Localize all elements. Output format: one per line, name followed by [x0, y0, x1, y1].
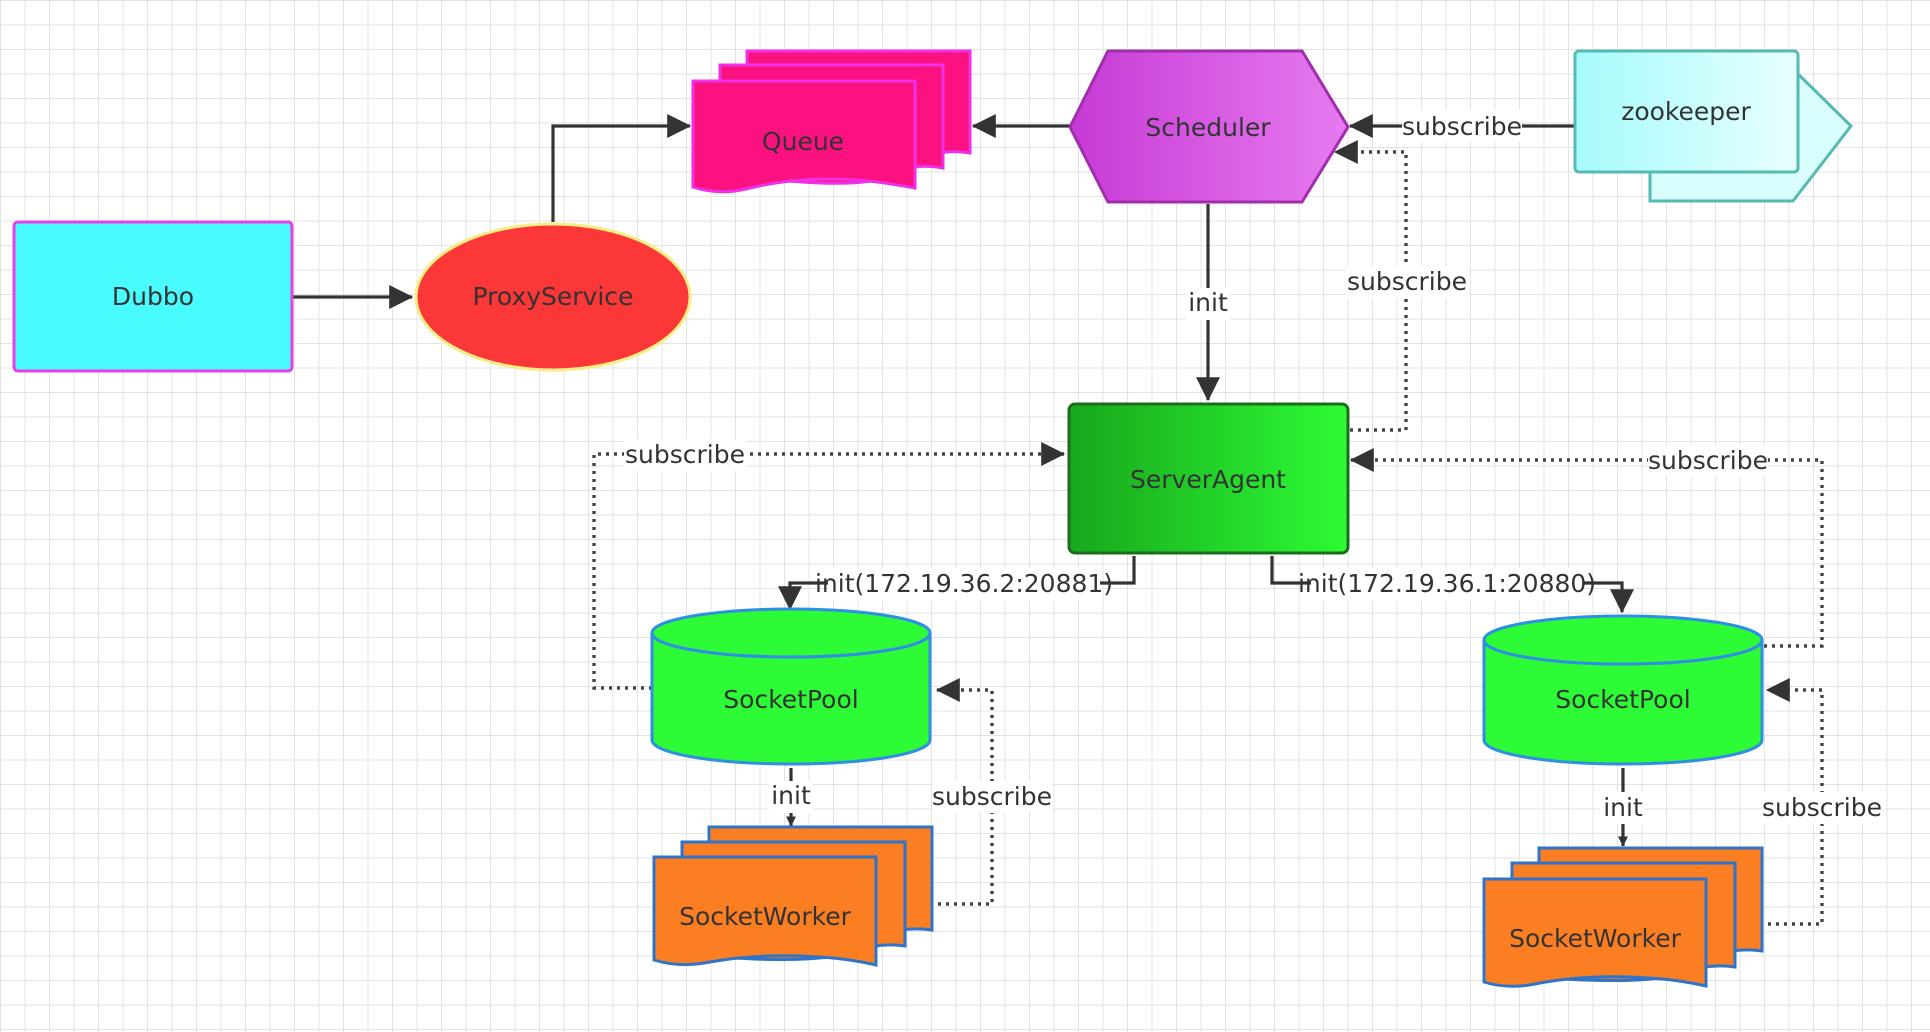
- node-proxy-service-label: ProxyService: [473, 282, 634, 311]
- node-dubbo-label: Dubbo: [112, 282, 194, 311]
- node-socket-pool-right[interactable]: SocketPool: [1482, 614, 1764, 766]
- edge-label-worker-right-pool-right: subscribe: [1762, 793, 1882, 822]
- node-dubbo[interactable]: Dubbo: [12, 220, 294, 373]
- node-socket-pool-right-label: SocketPool: [1555, 685, 1690, 714]
- node-server-agent-label: ServerAgent: [1130, 465, 1286, 494]
- node-scheduler-label: Scheduler: [1145, 113, 1271, 142]
- node-socket-pool-left-label: SocketPool: [723, 685, 858, 714]
- node-socket-worker-left[interactable]: SocketWorker: [652, 825, 934, 967]
- edge-label-agent-pool-right: init(172.19.36.1:20880): [1298, 569, 1596, 598]
- node-server-agent[interactable]: ServerAgent: [1067, 402, 1350, 555]
- edge-label-worker-left-pool-left: subscribe: [932, 782, 1052, 811]
- node-socket-worker-left-label: SocketWorker: [679, 902, 851, 931]
- edge-label-agent-scheduler: subscribe: [1347, 267, 1467, 296]
- edge-label-pool-right-agent: subscribe: [1648, 446, 1768, 475]
- node-proxy-service[interactable]: ProxyService: [414, 222, 692, 372]
- edge-label-zookeeper-scheduler: subscribe: [1402, 112, 1522, 141]
- node-scheduler[interactable]: Scheduler: [1068, 49, 1350, 204]
- node-queue-label: Queue: [762, 127, 844, 156]
- edge-label-agent-pool-left: init(172.19.36.2:20881): [815, 569, 1113, 598]
- edge-labels: subscribe init subscribe subscribe subsc…: [624, 110, 1882, 824]
- node-socket-pool-left[interactable]: SocketPool: [650, 607, 932, 766]
- edge-proxy-queue: [551, 114, 692, 222]
- node-socket-worker-right-label: SocketWorker: [1509, 924, 1681, 953]
- node-zookeeper-label: zookeeper: [1621, 97, 1751, 126]
- node-zookeeper[interactable]: zookeeper: [1573, 49, 1854, 203]
- edge-label-pool-left-agent: subscribe: [625, 440, 745, 469]
- edge-label-pool-left-worker-left: init: [771, 781, 811, 810]
- edge-label-scheduler-agent: init: [1188, 288, 1228, 317]
- edge-label-pool-right-worker-right: init: [1603, 793, 1643, 822]
- node-queue[interactable]: Queue: [691, 49, 972, 194]
- node-socket-worker-right[interactable]: SocketWorker: [1482, 846, 1764, 988]
